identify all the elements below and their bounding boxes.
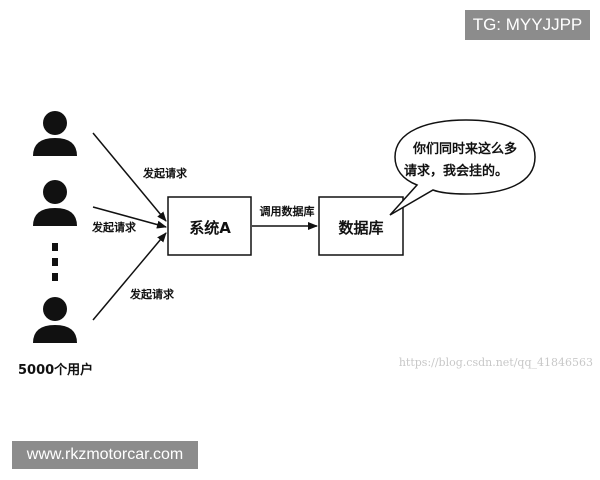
watermark-top-badge: TG: MYYJJPP <box>465 10 590 40</box>
user-icon-middle <box>33 180 77 226</box>
watermark-bottom-badge: www.rkzmotorcar.com <box>12 441 198 469</box>
bubble-text-line1: 你们同时来这么多 <box>412 141 517 157</box>
request-label-top: 发起请求 <box>142 166 188 180</box>
call-database-label: 调用数据库 <box>260 204 315 218</box>
ellipsis-dots-icon <box>52 243 58 281</box>
watermark-url: https://blog.csdn.net/qq_41846563 <box>399 356 593 369</box>
system-a-label: 系统A <box>189 219 231 237</box>
request-label-bottom: 发起请求 <box>129 287 175 301</box>
user-icon-bottom <box>33 297 77 343</box>
database-label: 数据库 <box>338 219 383 237</box>
speech-bubble: 你们同时来这么多 请求，我会挂的。 <box>389 119 536 216</box>
request-arrow-top <box>92 132 167 222</box>
user-icon-top <box>33 111 77 156</box>
database-box <box>318 196 404 256</box>
request-arrow-middle <box>92 206 167 229</box>
system-a-box <box>167 196 252 256</box>
bubble-text-line2: 请求，我会挂的。 <box>404 163 508 179</box>
request-arrow-bottom <box>92 232 167 321</box>
users-label: 5000个用户 <box>18 362 93 378</box>
request-label-middle: 发起请求 <box>91 220 137 234</box>
